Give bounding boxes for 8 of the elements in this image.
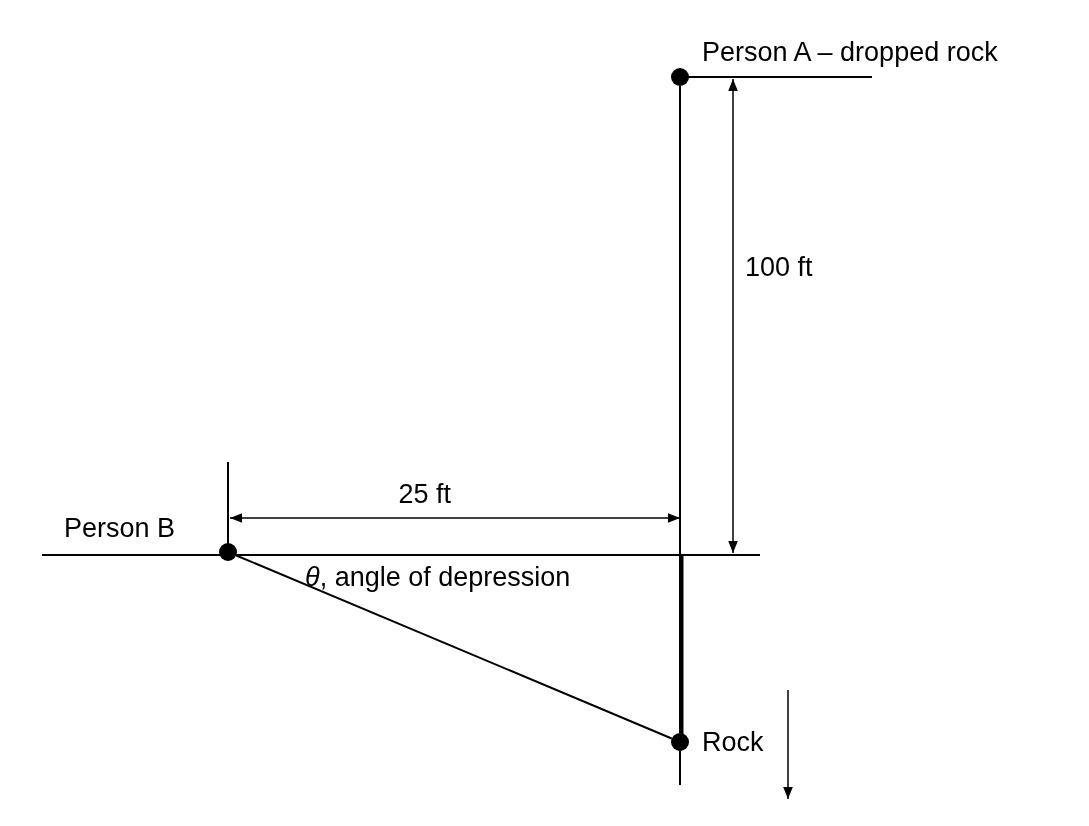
point-label: Person B xyxy=(64,514,176,544)
vertical-line xyxy=(679,85,681,734)
sight-line xyxy=(235,554,673,740)
angle-label: θ, angle of depression xyxy=(305,563,571,593)
dimension-label: 25 ft xyxy=(398,480,452,510)
point-label: Rock xyxy=(702,728,764,758)
point-label: Person A – dropped rock xyxy=(702,38,998,68)
dimension-label: 100 ft xyxy=(745,253,813,283)
